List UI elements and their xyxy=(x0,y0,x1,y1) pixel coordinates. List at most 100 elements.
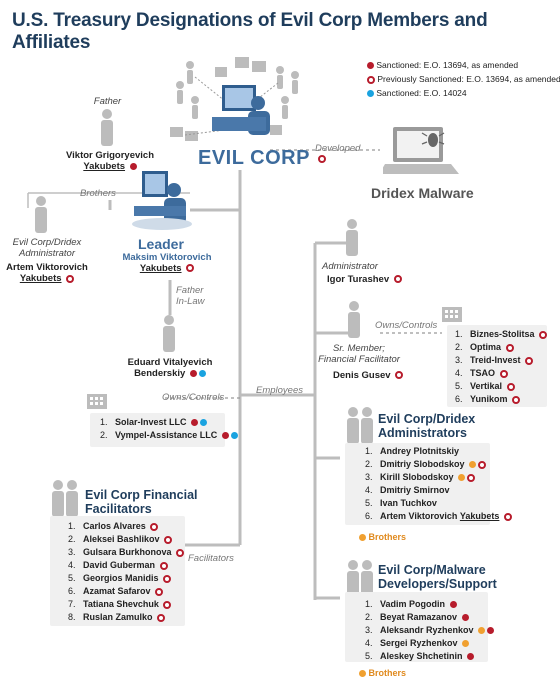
administrator-role: Administrator xyxy=(322,261,378,272)
ring-dot-icon xyxy=(499,369,508,378)
list-name: Ivan Tuchkov xyxy=(380,498,437,508)
dridex-admins-list: 1.Andrey Plotnitskiy 2.Dmitriy Slobodsko… xyxy=(365,445,512,523)
ring-dot-icon xyxy=(186,264,195,273)
list-name: Aleksei Bashlikov xyxy=(83,534,160,544)
list-num: 1. xyxy=(455,329,463,339)
list-name: Vympel-Assistance LLC xyxy=(115,430,218,440)
evil-corp-label: EVIL CORP xyxy=(198,147,326,170)
ring-dot-icon xyxy=(150,522,159,531)
ring-dot-icon xyxy=(512,395,521,404)
employees-label: Employees xyxy=(256,385,303,396)
list-name: Andrey Plotnitskiy xyxy=(380,446,460,456)
list-name: Sergei Ryzhenkov xyxy=(380,638,458,648)
ring-dot-icon xyxy=(176,548,185,557)
father-in-law-name: Eduard Vitalyevich Benderskiy xyxy=(115,357,225,380)
father-in-law-last-name: Benderskiy xyxy=(134,368,186,380)
list-num: 3. xyxy=(68,547,76,557)
father-first-name: Viktor Grigoryevich xyxy=(66,150,154,161)
page-title: U.S. Treasury Designations of Evil Corp … xyxy=(12,10,488,53)
list-num: 4. xyxy=(365,638,373,648)
ring-dot-icon xyxy=(155,587,164,596)
orange-dot-icon xyxy=(458,474,466,482)
list-name: Tatiana Shevchuk xyxy=(83,599,159,609)
financial-facilitators-heading: Evil Corp Financial Facilitators xyxy=(85,488,198,517)
person-icon xyxy=(348,301,360,338)
evil-corp-illustration-icon xyxy=(170,57,299,141)
group-people-icon xyxy=(52,480,78,517)
leader-title: Leader xyxy=(138,236,184,252)
father-in-law-first-name: Eduard Vitalyevich xyxy=(127,357,213,368)
list-item: 4.Dmitriy Smirnov xyxy=(365,484,512,497)
ring-dot-icon xyxy=(539,330,548,339)
laptop-bug-icon xyxy=(383,127,459,174)
dridex-admins-box xyxy=(345,443,490,525)
admin-brother-role: Evil Corp/Dridex Administrator xyxy=(2,237,92,260)
list-name: Yunikom xyxy=(470,394,508,404)
list-num: 2. xyxy=(455,342,463,352)
building-icon xyxy=(87,394,107,409)
red-dot-icon xyxy=(129,163,137,171)
father-in-law-label-line1: Father xyxy=(176,285,204,296)
legend-label: Previously Sanctioned: E.O. 13694, as am… xyxy=(377,74,560,84)
list-num: 4. xyxy=(68,560,76,570)
list-name: Aleskey Shchetinin xyxy=(380,651,463,661)
legend-item-eo14024: Sanctioned: E.O. 14024 xyxy=(365,88,467,98)
org-name: EVIL CORP xyxy=(198,147,310,169)
list-num: 2. xyxy=(100,430,108,440)
gusev-companies-list: 1.Biznes-Stolitsa 2.Optima 3.Treid-Inves… xyxy=(455,328,548,406)
dridex-admins-brothers-note: Brothers xyxy=(357,532,406,542)
senior-member-name-text: Denis Gusev xyxy=(333,370,391,381)
brothers-note-text: Brothers xyxy=(368,668,407,678)
ring-dot-icon xyxy=(66,274,75,283)
list-num: 6. xyxy=(365,511,373,521)
malware-devs-list: 1.Vadim Pogodin 2.Beyat Ramazanov 3.Alek… xyxy=(365,598,495,663)
malware-devs-box xyxy=(345,592,488,662)
list-item: 6.Artem Viktorovich Yakubets xyxy=(365,510,512,523)
financial-facilitators-list: 1.Carlos Alvares 2.Aleksei Bashlikov 3.G… xyxy=(68,520,185,624)
father-role: Father xyxy=(93,96,122,107)
list-name: Azamat Safarov xyxy=(83,586,151,596)
person-icon xyxy=(101,109,113,146)
list-name: Aleksandr Ryzhenkov xyxy=(380,625,474,635)
blue-dot-icon xyxy=(230,432,238,440)
malware-devs-heading-line1: Evil Corp/Malware xyxy=(378,563,486,577)
list-item: 1.Biznes-Stolitsa xyxy=(455,328,548,341)
ring-dot-icon xyxy=(503,512,512,521)
list-name: Ruslan Zamulko xyxy=(83,612,153,622)
red-dot-icon xyxy=(449,601,457,609)
leader-illustration-icon xyxy=(132,171,192,230)
red-dot-icon xyxy=(487,627,495,635)
building-icon xyxy=(442,307,462,322)
admin-brother-role-line1: Evil Corp/Dridex xyxy=(12,237,82,248)
admin-brother-last-name: Yakubets xyxy=(19,273,62,285)
list-item: 4.David Guberman xyxy=(68,559,184,572)
list-name: Carlos Alvares xyxy=(83,521,146,531)
list-item: 2. Vympel-Assistance LLC xyxy=(100,429,238,442)
list-num: 6. xyxy=(68,586,76,596)
list-name: Treid-Invest xyxy=(470,355,521,365)
leader-first-name: Maksim Viktorovich xyxy=(122,252,212,263)
ring-dot-icon xyxy=(164,535,173,544)
list-name: Gulsara Burkhonova xyxy=(83,547,172,557)
red-dot-icon xyxy=(189,370,197,378)
list-name: Kirill Slobodskoy xyxy=(380,472,454,482)
list-item: 2.Beyat Ramazanov xyxy=(365,611,494,624)
orange-dot-icon xyxy=(359,670,366,678)
father-in-law-label-line2: In-Law xyxy=(176,295,205,307)
orange-dot-icon xyxy=(462,640,470,648)
list-item: 6. Azamat Safarov xyxy=(68,585,184,598)
orange-dot-icon xyxy=(469,461,477,469)
list-item: 1.Solar-Invest LLC xyxy=(100,416,238,429)
malware-devs-heading-line2: Developers/Support xyxy=(378,577,497,592)
ring-dot-icon xyxy=(163,600,172,609)
orange-dot-icon xyxy=(359,534,366,542)
list-num: 1. xyxy=(68,521,76,531)
senior-member-name: Denis Gusev xyxy=(333,370,404,381)
leader-name: Maksim Viktorovich Yakubets xyxy=(112,252,222,274)
owns-controls-label-2: Owns/Controls xyxy=(375,320,438,331)
list-item: 7.Tatiana Shevchuk xyxy=(68,598,184,611)
father-last-name: Yakubets xyxy=(83,161,126,173)
malware-devs-heading: Evil Corp/Malware Developers/Support xyxy=(378,563,497,592)
owns-controls-label: Owns/Controls xyxy=(162,392,225,403)
list-item: 1.Andrey Plotnitskiy xyxy=(365,445,512,458)
